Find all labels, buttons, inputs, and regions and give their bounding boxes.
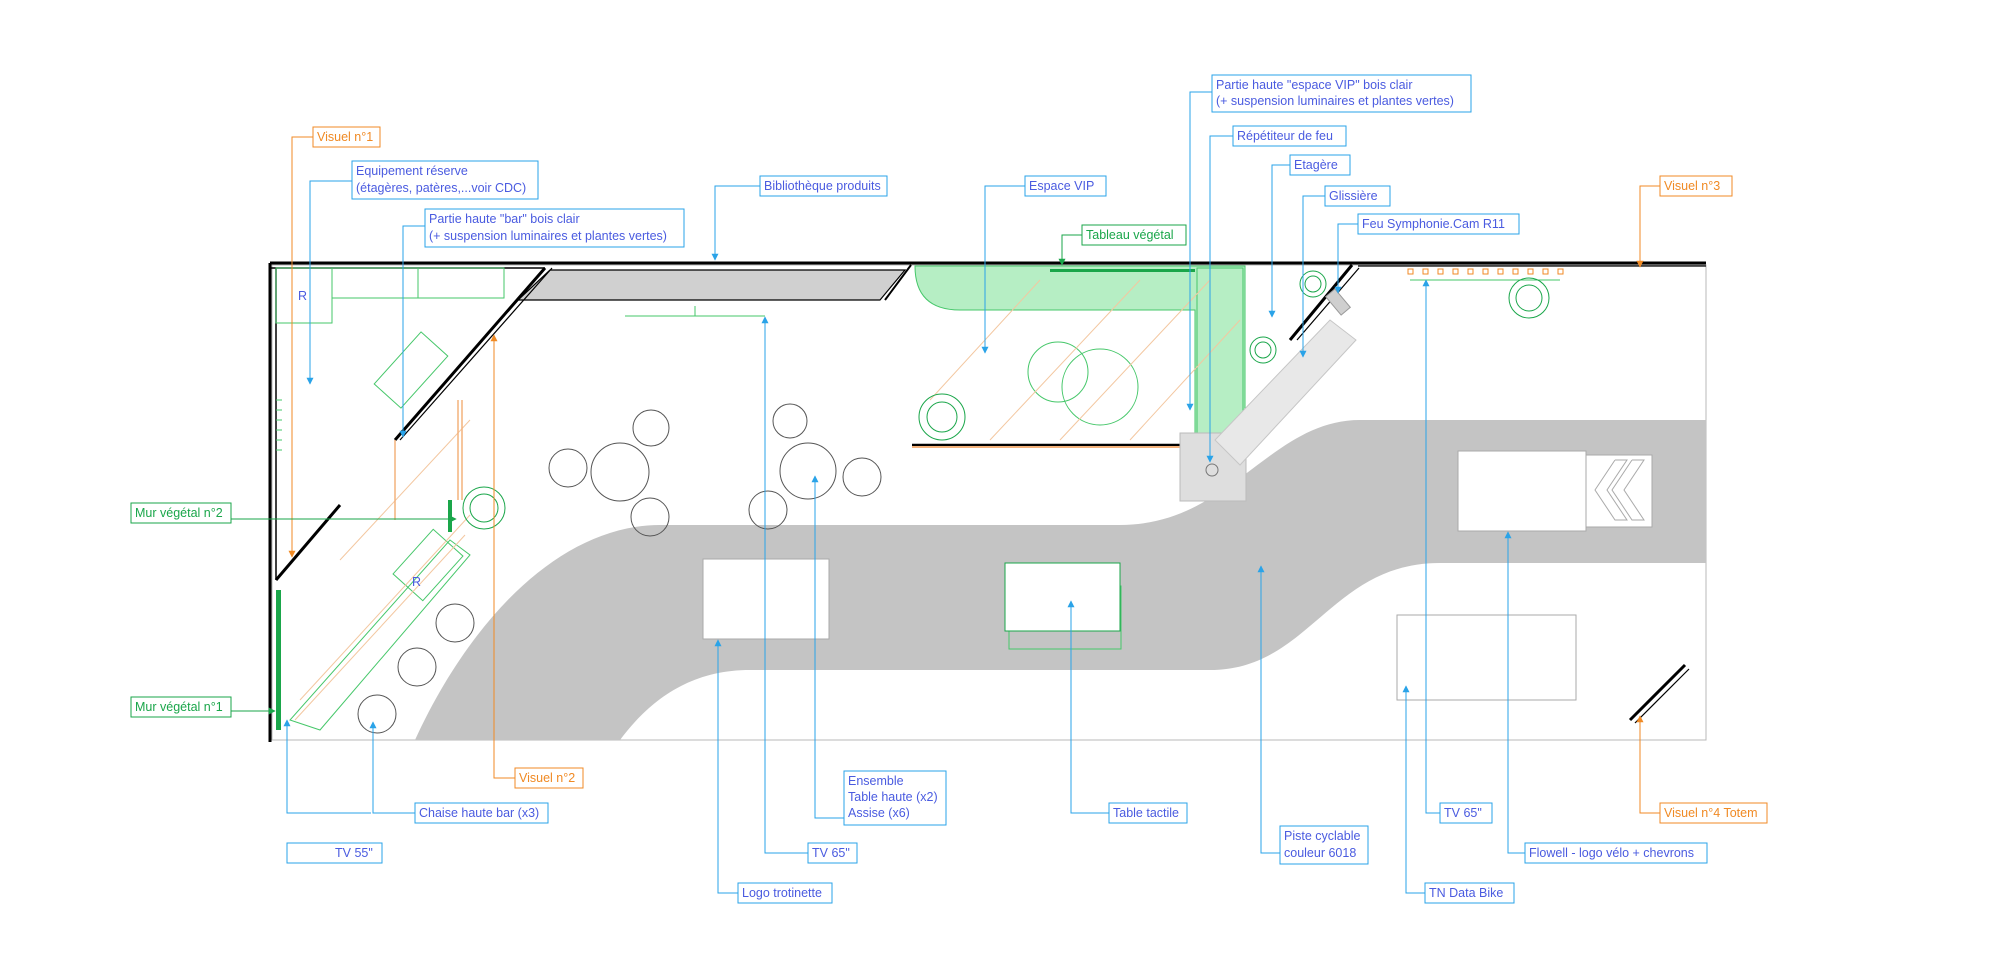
- label-glissiere: Glissière: [1329, 189, 1378, 203]
- label-box-visuel4: [1659, 802, 1768, 824]
- label-piste-line1: Piste cyclable: [1284, 829, 1360, 843]
- label-mur-vegetal-2: Mur végétal n°2: [135, 506, 223, 520]
- label-box-equipement: [351, 160, 539, 200]
- flowell-logo-rect: [1457, 450, 1587, 532]
- label-box-glissiere: [1324, 185, 1391, 207]
- label-equipement-line1: Equipement réserve: [356, 164, 468, 178]
- label-box-etagere: [1289, 154, 1351, 176]
- label-etagere: Etagère: [1294, 158, 1338, 172]
- label-repetiteur: Répétiteur de feu: [1237, 129, 1333, 143]
- label-tableau-vegetal: Tableau végétal: [1086, 228, 1174, 242]
- label-box-visuel2: [514, 767, 584, 789]
- slide-rail: [1214, 319, 1357, 466]
- label-mur-vegetal-1: Mur végétal n°1: [135, 700, 223, 714]
- label-vip-haute-line2: (+ suspension luminaires et plantes vert…: [1216, 94, 1454, 108]
- touch-table-rect: [1004, 562, 1121, 632]
- label-box-table-tactile: [1108, 802, 1188, 824]
- label-tv65-left: TV 65": [812, 846, 850, 860]
- label-bar-line1: Partie haute "bar" bois clair: [429, 212, 580, 226]
- label-box-vip-haute: [1211, 74, 1472, 113]
- label-box-tableau-vegetal: [1081, 224, 1187, 246]
- plants: [462, 270, 1550, 530]
- label-ensemble-line2: Table haute (x2): [848, 790, 938, 804]
- label-flowell: Flowell - logo vélo + chevrons: [1529, 846, 1694, 860]
- traffic-light-row: [1407, 268, 1564, 275]
- reserve-mark: R: [298, 289, 307, 303]
- vegetal-wall-1-bar: [276, 590, 281, 730]
- label-box-ensemble: [843, 770, 947, 826]
- label-visuel4: Visuel n°4 Totem: [1664, 806, 1757, 820]
- label-ensemble-line3: Assise (x6): [848, 806, 910, 820]
- label-box-tv55: [286, 842, 383, 864]
- label-box-bibliotheque: [759, 175, 888, 197]
- label-box-espace-vip: [1024, 175, 1107, 197]
- label-tv65-right: TV 65": [1444, 806, 1482, 820]
- label-box-feu: [1357, 213, 1520, 235]
- label-box-visuel1: [312, 126, 381, 148]
- data-bike-rect: [1396, 614, 1577, 701]
- label-feu: Feu Symphonie.Cam R11: [1362, 217, 1505, 231]
- label-logo-trotinette: Logo trotinette: [742, 886, 822, 900]
- label-box-chaise: [414, 802, 549, 824]
- label-piste-line2: couleur 6018: [1284, 846, 1356, 860]
- label-vip-haute-line1: Partie haute "espace VIP" bois clair: [1216, 78, 1412, 92]
- tables-and-stools: [357, 403, 882, 734]
- label-table-tactile: Table tactile: [1113, 806, 1179, 820]
- reserve-mark: R: [412, 575, 421, 589]
- vegetal-wall-2-bar: [448, 500, 452, 532]
- label-tv55: TV 55": [335, 846, 373, 860]
- library-shelf: [516, 269, 907, 301]
- label-bibliotheque: Bibliothèque produits: [764, 179, 881, 193]
- label-box-visuel3: [1659, 175, 1733, 197]
- label-box-mur2: [130, 502, 232, 524]
- label-visuel2: Visuel n°2: [519, 771, 575, 785]
- vegetal-board-bar: [1050, 269, 1195, 272]
- label-ensemble-line1: Ensemble: [848, 774, 904, 788]
- label-equipement-line2: (étagères, patères,...voir CDC): [356, 181, 526, 195]
- label-espace-vip: Espace VIP: [1029, 179, 1094, 193]
- label-box-mur1: [130, 696, 232, 718]
- label-box-tv65-left: [807, 842, 858, 864]
- label-visuel3: Visuel n°3: [1664, 179, 1720, 193]
- label-box-trotinette: [737, 882, 833, 904]
- label-visuel1: Visuel n°1: [317, 130, 373, 144]
- label-box-piste: [1279, 825, 1369, 865]
- label-box-tn-data: [1424, 882, 1515, 904]
- label-box-repetiteur: [1232, 125, 1347, 147]
- label-tn-data-bike: TN Data Bike: [1429, 886, 1503, 900]
- label-box-tv65-right: [1439, 802, 1493, 824]
- label-box-bar: [424, 208, 685, 248]
- label-box-flowell: [1524, 842, 1708, 864]
- chevrons: [1594, 459, 1645, 521]
- furniture-lines: [275, 267, 1560, 731]
- label-chaise: Chaise haute bar (x3): [419, 806, 539, 820]
- label-bar-line2: (+ suspension luminaires et plantes vert…: [429, 229, 667, 243]
- scooter-logo-rect: [702, 558, 830, 640]
